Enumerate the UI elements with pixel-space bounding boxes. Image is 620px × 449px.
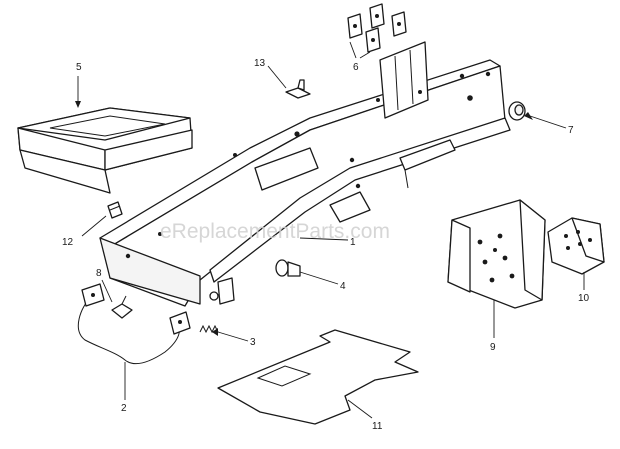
callout-8: 8 (96, 268, 102, 279)
callout-1: 1 (350, 237, 356, 248)
callout-13: 13 (254, 58, 266, 69)
part-5-seat-cover (17, 107, 193, 194)
callout-labels: 5 13 6 7 1 12 4 8 3 2 9 10 11 (62, 58, 590, 432)
callout-2: 2 (121, 403, 127, 414)
callout-6: 6 (353, 62, 359, 73)
part-12-clip (107, 201, 123, 219)
part-7-bushing (508, 101, 526, 121)
callout-9: 9 (490, 342, 496, 353)
part-8-bolt (111, 295, 133, 319)
leader-lines (75, 41, 585, 419)
part-2-rod (77, 283, 191, 365)
part-6-brackets (347, 3, 407, 53)
part-13-clip (285, 79, 311, 99)
watermark-text: eReplacementParts.com (160, 220, 390, 243)
part-1-main-frame (99, 41, 511, 307)
callout-10: 10 (578, 293, 590, 304)
callout-3: 3 (250, 337, 256, 348)
part-11-base-plate (217, 329, 419, 425)
part-4-pin (275, 259, 301, 277)
callout-11: 11 (372, 421, 383, 432)
callout-12: 12 (62, 237, 74, 248)
callout-5: 5 (76, 62, 82, 73)
callout-4: 4 (340, 281, 346, 292)
part-10-block (547, 217, 605, 275)
part-3-spring (199, 324, 219, 334)
part-9-mounting-plate (447, 199, 546, 309)
callout-7: 7 (568, 125, 574, 136)
